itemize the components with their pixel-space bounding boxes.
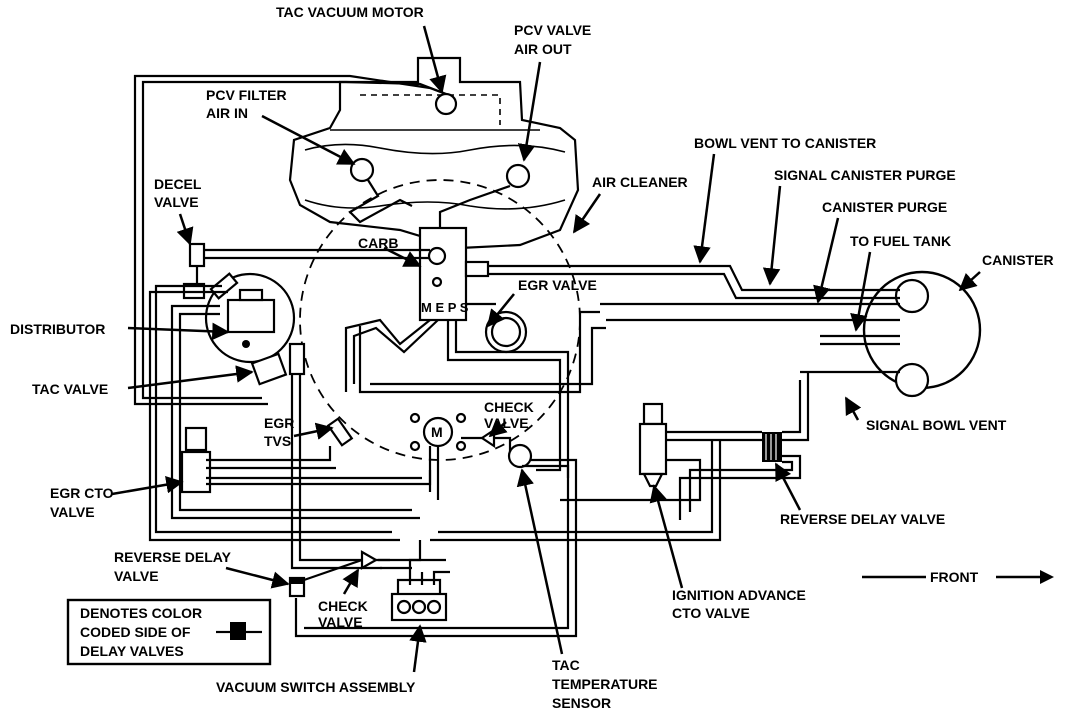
ignition-advance-cto-valve [638,402,668,488]
svg-text:M: M [431,424,443,440]
vacuum-switch-assembly [390,578,448,622]
label-tac: TAC [552,657,580,673]
label-reverse-delay-left: REVERSE DELAY [114,549,232,565]
tac-vacuum-motor [434,92,458,116]
label-check-valve-top-1: CHECK [484,399,534,415]
label-reverse-delay-left-valve: VALVE [114,568,159,584]
label-check-valve-top-2: VALVE [484,415,529,431]
label-signal-bowl-vent: SIGNAL BOWL VENT [866,417,1007,433]
label-tac-vacuum-motor: TAC VACUUM MOTOR [276,4,424,20]
label-pcv-filter: PCV FILTER [206,87,287,103]
egr-valve [484,310,528,354]
label-pcv-valve: PCV VALVE [514,22,591,38]
legend-box: DENOTES COLOR CODED SIDE OF DELAY VALVES [66,598,272,666]
pcv-valve [505,163,531,189]
label-temperature: TEMPERATURE [552,676,658,692]
label-distributor: DISTRIBUTOR [10,321,105,337]
label-sensor: SENSOR [552,695,611,711]
label-egr-cto: EGR CTO [50,485,114,501]
egr-cto-valve [180,426,212,494]
label-tac-valve: TAC VALVE [32,381,108,397]
legend-line-1: DENOTES COLOR [80,605,202,621]
label-cto-valve: CTO VALVE [672,605,750,621]
check-valve-top [480,427,496,449]
label-air-cleaner: AIR CLEANER [592,174,688,190]
legend-line-2: CODED SIDE OF [80,624,191,640]
label-decel-valve: VALVE [154,194,199,210]
label-egr-tvs-1: EGR [264,415,294,431]
label-to-fuel-tank: TO FUEL TANK [850,233,951,249]
carburetor: M E P S [418,226,490,322]
label-reverse-delay-valve-right: REVERSE DELAY VALVE [780,511,945,527]
vacuum-motor-m: M [409,412,467,452]
check-valve-bottom [360,550,379,570]
carb-ports-label: M E P S [421,300,469,315]
label-canister-purge: CANISTER PURGE [822,199,947,215]
front-indicator: FRONT [862,569,1054,585]
labels: TAC VACUUM MOTOR PCV VALVE AIR OUT PCV F… [10,4,1054,711]
label-carb: CARB [358,235,398,251]
label-check-valve-bottom-1: CHECK [318,598,368,614]
tac-temperature-sensor [507,443,533,469]
decel-valve [182,242,206,300]
label-bowl-vent-to-canister: BOWL VENT TO CANISTER [694,135,876,151]
distributor [204,272,296,364]
label-canister: CANISTER [982,252,1054,268]
pcv-filter [349,157,375,183]
label-pcv-valve-air-out: AIR OUT [514,41,572,57]
color-coded-side-icon [230,622,246,640]
label-ignition-advance: IGNITION ADVANCE [672,587,806,603]
label-check-valve-bottom-2: VALVE [318,614,363,630]
egr-tvs [326,417,354,447]
label-egr-tvs-2: TVS [264,433,291,449]
label-egr-cto-valve: VALVE [50,504,95,520]
legend-line-3: DELAY VALVES [80,643,184,659]
label-vacuum-switch-assembly: VACUUM SWITCH ASSEMBLY [216,679,416,695]
label-decel: DECEL [154,176,202,192]
label-egr-valve: EGR VALVE [518,277,597,293]
reverse-delay-valve-right [762,432,782,462]
leader-lines [111,25,981,673]
tac-valve [250,342,306,386]
label-signal-canister-purge: SIGNAL CANISTER PURGE [774,167,956,183]
label-pcv-filter-air-in: AIR IN [206,105,248,121]
front-label: FRONT [930,569,979,585]
